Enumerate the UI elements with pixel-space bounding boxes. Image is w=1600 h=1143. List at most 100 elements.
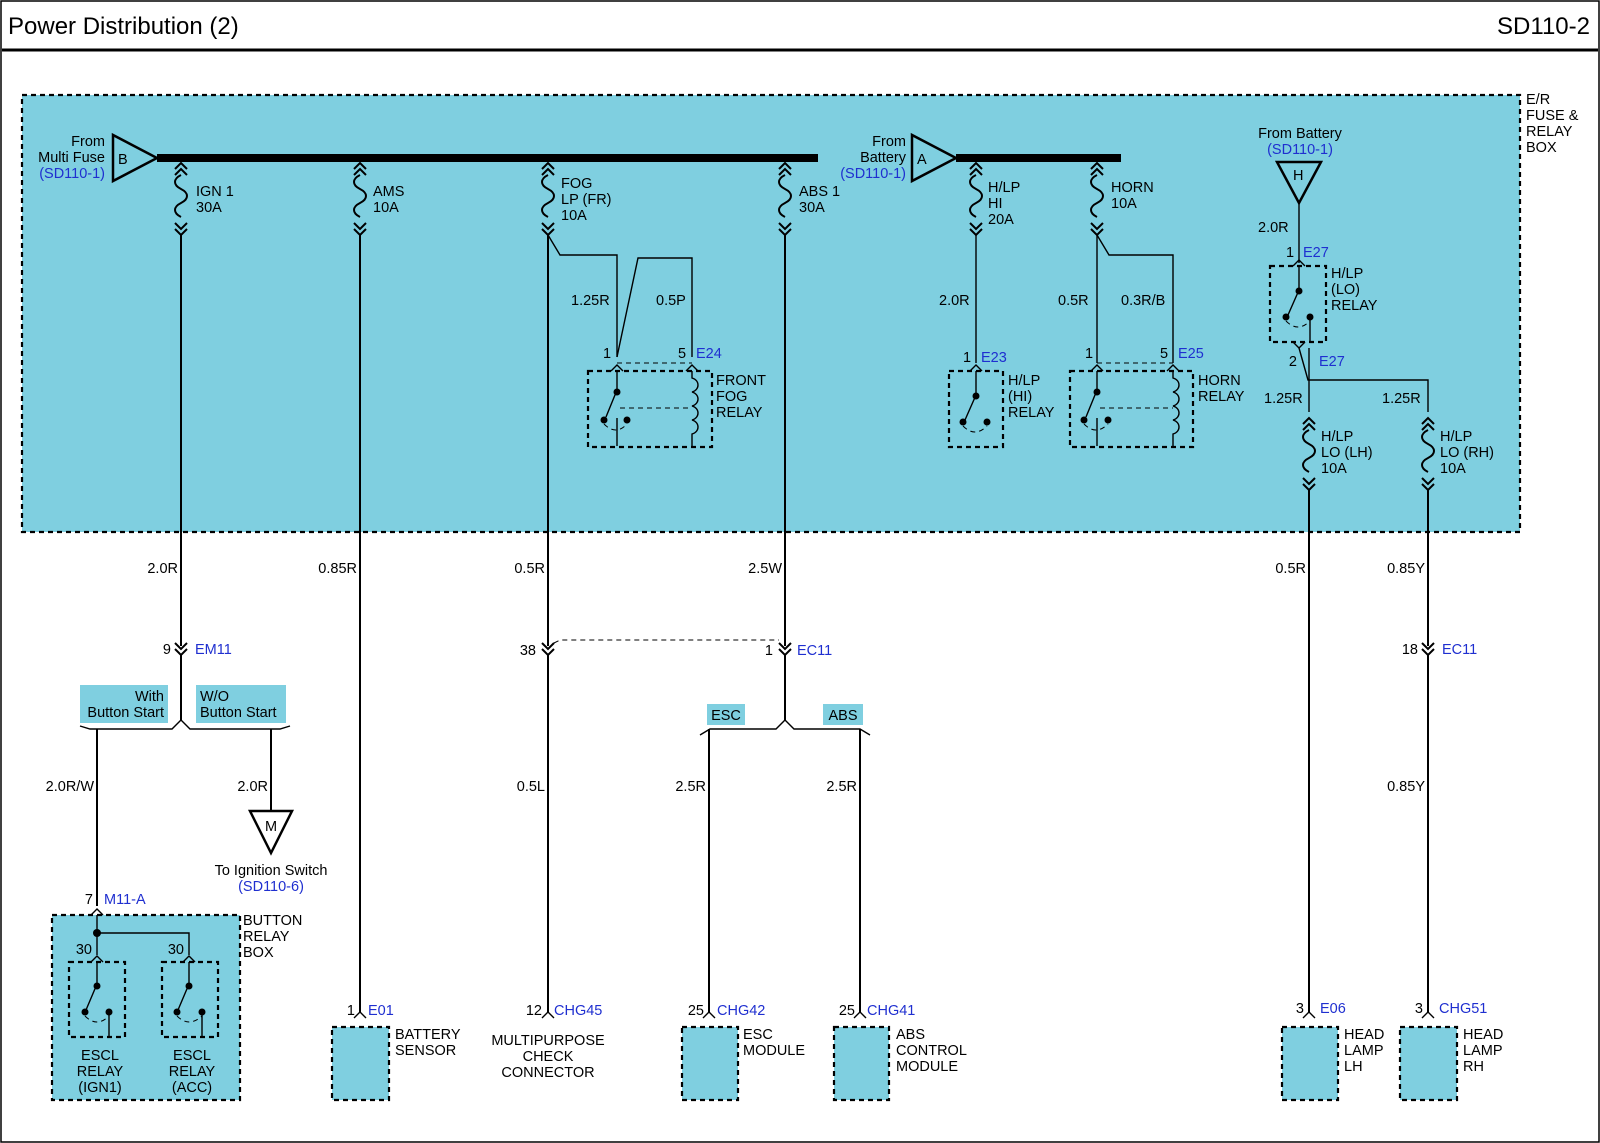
svg-text:2: 2 <box>1289 354 1297 370</box>
svg-text:(IGN1): (IGN1) <box>78 1080 122 1096</box>
fuse-hlp-hi: H/LP HI 20A <box>969 161 1020 237</box>
svg-text:E27: E27 <box>1303 245 1329 261</box>
svg-text:RELAY: RELAY <box>1008 405 1055 421</box>
relay-horn: 1 5 E25 HORN RELAY <box>1068 346 1245 449</box>
wire-fog-relay-5 <box>616 257 693 358</box>
svg-text:RELAY: RELAY <box>1526 124 1573 140</box>
svg-text:2.5W: 2.5W <box>748 561 782 577</box>
component-head-lamp-lh: 3 E06 HEAD LAMP LH <box>1280 1001 1384 1102</box>
svg-text:LH: LH <box>1344 1059 1363 1075</box>
connector-em11: 9 EM11 <box>163 642 232 658</box>
svg-text:9: 9 <box>163 642 171 658</box>
svg-text:(SD110-6): (SD110-6) <box>238 879 304 895</box>
svg-text:(SD110-1): (SD110-1) <box>840 166 906 182</box>
svg-text:MODULE: MODULE <box>896 1059 958 1075</box>
svg-text:0.85Y: 0.85Y <box>1387 561 1425 577</box>
svg-text:FOG: FOG <box>561 176 592 192</box>
svg-text:18: 18 <box>1402 642 1418 658</box>
component-battery-sensor: 1 E01 BATTERY SENSOR <box>330 1003 461 1102</box>
svg-text:RELAY: RELAY <box>169 1064 216 1080</box>
relay-front-fog: 1 5 E24 FRONT FOG RELAY <box>586 346 766 449</box>
svg-text:10A: 10A <box>373 200 399 216</box>
svg-text:(LO): (LO) <box>1331 282 1360 298</box>
svg-text:1: 1 <box>603 346 611 362</box>
svg-text:30A: 30A <box>196 200 222 216</box>
fuse-hlp-lo-rh: H/LP LO (RH) 10A <box>1421 416 1494 492</box>
svg-text:RELAY: RELAY <box>77 1064 124 1080</box>
diagram-code: SD110-2 <box>1497 13 1590 40</box>
svg-text:1: 1 <box>765 643 773 659</box>
svg-text:25: 25 <box>688 1003 704 1019</box>
component-head-lamp-rh: 3 CHG51 HEAD LAMP RH <box>1398 1001 1503 1102</box>
button-relay-box: 7 M11-A 30 30 ESCL RELAY (IGN1) ESCL REL… <box>50 892 302 1102</box>
svg-text:1.25R: 1.25R <box>1382 391 1421 407</box>
svg-text:1: 1 <box>963 350 971 366</box>
svg-text:3: 3 <box>1415 1001 1423 1017</box>
svg-text:10A: 10A <box>1440 461 1466 477</box>
svg-text:1: 1 <box>1085 346 1093 362</box>
svg-text:RELAY: RELAY <box>716 405 763 421</box>
connector-ec11-rh: 18 EC11 <box>1402 642 1477 658</box>
svg-text:Button Start: Button Start <box>87 705 164 721</box>
svg-text:E01: E01 <box>368 1003 394 1019</box>
svg-text:(HI): (HI) <box>1008 389 1032 405</box>
svg-text:EC11: EC11 <box>797 643 832 659</box>
svg-text:2.0R: 2.0R <box>1258 220 1289 236</box>
option-esc: ESC <box>711 708 741 724</box>
svg-text:25: 25 <box>839 1003 855 1019</box>
svg-text:Multi Fuse: Multi Fuse <box>38 150 105 166</box>
fuse-ign1: IGN 1 30A <box>174 161 234 237</box>
svg-text:AMS: AMS <box>373 184 404 200</box>
svg-text:ESCL: ESCL <box>81 1048 119 1064</box>
svg-text:Battery: Battery <box>860 150 907 166</box>
svg-text:30: 30 <box>76 942 92 958</box>
svg-text:0.85Y: 0.85Y <box>1387 779 1425 795</box>
svg-text:H/LP: H/LP <box>1331 266 1363 282</box>
relay-hlp-hi: 1 E23 H/LP (HI) RELAY <box>947 350 1055 449</box>
page-title: Power Distribution (2) <box>8 13 239 40</box>
svg-text:30: 30 <box>168 942 184 958</box>
svg-text:MODULE: MODULE <box>743 1043 805 1059</box>
svg-text:2.0R: 2.0R <box>147 561 178 577</box>
svg-text:CHG45: CHG45 <box>554 1003 602 1019</box>
svg-text:2.0R: 2.0R <box>237 779 268 795</box>
to-ignition-switch: M To Ignition Switch (SD110-6) <box>215 809 327 895</box>
option-with-button-start: With Button Start <box>87 689 164 721</box>
source-letter-b: B <box>118 152 128 168</box>
svg-text:0.5R: 0.5R <box>514 561 545 577</box>
svg-text:BOX: BOX <box>1526 140 1557 156</box>
svg-text:ABS 1: ABS 1 <box>799 184 840 200</box>
fuse-hlp-lo-lh: H/LP LO (LH) 10A <box>1302 416 1373 492</box>
component-abs-control-module: 25 CHG41 ABS CONTROL MODULE <box>832 1003 967 1102</box>
svg-text:M11-A: M11-A <box>104 892 146 908</box>
wire-lo-rh-feed <box>1298 347 1429 412</box>
option-abs: ABS <box>828 708 857 724</box>
svg-text:CHG42: CHG42 <box>717 1003 765 1019</box>
source-letter-a: A <box>917 152 927 168</box>
svg-text:H/LP: H/LP <box>1321 429 1353 445</box>
svg-text:E25: E25 <box>1178 346 1204 362</box>
svg-text:ESC: ESC <box>743 1027 773 1043</box>
svg-text:FOG: FOG <box>716 389 747 405</box>
source-multi-fuse: From Multi Fuse (SD110-1) B <box>38 132 160 184</box>
svg-text:(ACC): (ACC) <box>172 1080 212 1096</box>
svg-text:BUTTON: BUTTON <box>243 913 302 929</box>
svg-text:20A: 20A <box>988 212 1014 228</box>
svg-text:38: 38 <box>520 643 536 659</box>
svg-text:W/O: W/O <box>200 689 229 705</box>
fuse-ams: AMS 10A <box>353 161 404 237</box>
svg-text:E24: E24 <box>696 346 722 362</box>
svg-text:H/LP: H/LP <box>1440 429 1472 445</box>
svg-text:From: From <box>872 134 906 150</box>
svg-text:LO (LH): LO (LH) <box>1321 445 1373 461</box>
svg-text:2.0R: 2.0R <box>939 293 970 309</box>
source-letter-h: H <box>1293 168 1303 184</box>
svg-text:2.5R: 2.5R <box>826 779 857 795</box>
svg-text:HI: HI <box>988 196 1003 212</box>
svg-text:10A: 10A <box>1111 196 1137 212</box>
svg-text:EM11: EM11 <box>195 642 232 658</box>
svg-text:HORN: HORN <box>1198 373 1241 389</box>
svg-text:E27: E27 <box>1319 354 1345 370</box>
svg-text:10A: 10A <box>561 208 587 224</box>
